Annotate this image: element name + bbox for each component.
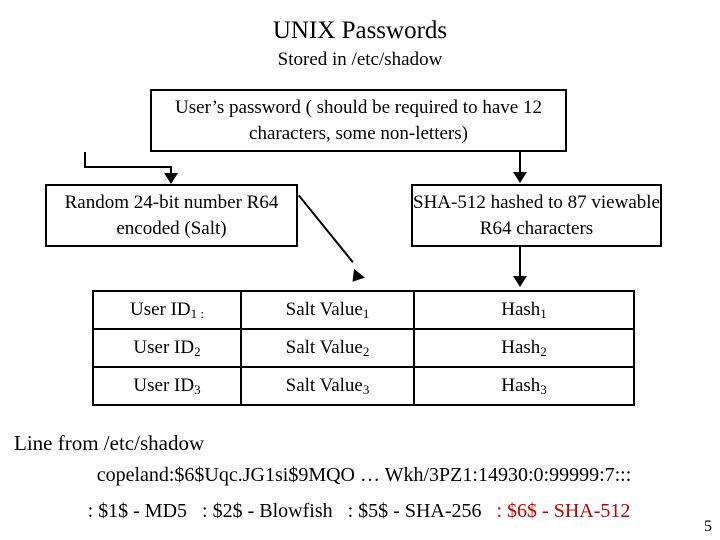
arrow-password-to-salt xyxy=(84,152,86,168)
cell-subscript: 1 : xyxy=(190,306,205,321)
arrow-head-icon xyxy=(513,172,527,183)
table-cell-hash: Hash1 xyxy=(413,290,635,330)
page-number: 5 xyxy=(704,518,712,535)
shadow-line-label: Line from /etc/shadow xyxy=(14,431,205,455)
cell-subscript: 3 xyxy=(194,382,201,397)
shadow-table: User ID1 : Salt Value1 Hash1 User ID2 Sa… xyxy=(92,290,635,406)
cell-subscript: 2 xyxy=(194,344,201,359)
cell-text: User ID xyxy=(133,337,195,358)
cell-text: Salt Value xyxy=(285,337,363,358)
cell-text: Hash xyxy=(501,337,541,358)
cell-subscript: 3 xyxy=(362,382,370,397)
cell-text: Hash xyxy=(501,299,541,320)
salt-box: Random 24-bit number R64 encoded (Salt) xyxy=(45,184,298,247)
cell-text: Hash xyxy=(501,375,541,396)
table-cell-user: User ID1 : xyxy=(92,290,242,330)
password-box-label: User’s password ( should be required to … xyxy=(175,96,542,144)
shadow-line-example: copeland:$6$Uqc.JG1si$9MQO … Wkh/3PZ1:14… xyxy=(96,464,632,486)
cell-text: User ID xyxy=(133,375,195,396)
table-cell-salt: Salt Value2 xyxy=(240,328,415,368)
cell-text: Salt Value xyxy=(285,299,363,320)
table-row: User ID1 : Salt Value1 Hash1 xyxy=(92,290,635,330)
arrow-password-to-salt-segment xyxy=(84,166,172,168)
cell-text: Salt Value xyxy=(285,375,363,396)
algo-blowfish: : $2$ - Blowfish xyxy=(202,500,333,522)
table-row: User ID3 Salt Value3 Hash3 xyxy=(92,366,635,406)
arrow-password-to-salt-segment xyxy=(170,166,172,176)
page-subtitle: Stored in /etc/shadow xyxy=(277,49,443,70)
table-cell-user: User ID3 xyxy=(92,366,242,406)
arrow-hash-to-table xyxy=(519,247,521,279)
arrow-password-to-hash xyxy=(519,152,521,174)
cell-subscript: 2 xyxy=(362,344,370,359)
algo-sha512: : $6$ - SHA-512 xyxy=(496,500,631,522)
cell-subscript: 1 xyxy=(540,306,547,321)
hash-box-label: SHA-512 hashed to 87 viewable R64 charac… xyxy=(413,191,660,239)
password-box: User’s password ( should be required to … xyxy=(150,89,567,152)
cell-subscript: 2 xyxy=(540,344,547,359)
table-cell-hash: Hash2 xyxy=(413,328,635,368)
table-cell-salt: Salt Value1 xyxy=(240,290,415,330)
table-cell-salt: Salt Value3 xyxy=(240,366,415,406)
table-cell-hash: Hash3 xyxy=(413,366,635,406)
table-row: User ID2 Salt Value2 Hash2 xyxy=(92,328,635,368)
arrow-head-icon xyxy=(164,173,178,184)
cell-text: User ID xyxy=(129,299,191,320)
arrow-head-icon xyxy=(513,276,527,287)
salt-box-label: Random 24-bit number R64 encoded (Salt) xyxy=(64,191,279,239)
arrow-head-icon xyxy=(347,268,365,287)
algo-sha256: : $5$ - SHA-256 xyxy=(347,500,482,522)
hash-box: SHA-512 hashed to 87 viewable R64 charac… xyxy=(411,184,662,247)
page-title: UNIX Passwords xyxy=(272,17,448,44)
algo-md5: : $1$ - MD5 xyxy=(87,500,188,522)
arrow-salt-to-table xyxy=(298,194,354,263)
cell-subscript: 1 xyxy=(362,306,370,321)
table-cell-user: User ID2 xyxy=(92,328,242,368)
algorithm-legend: : $1$ - MD5 : $2$ - Blowfish : $5$ - SHA… xyxy=(14,498,704,524)
cell-subscript: 3 xyxy=(540,382,547,397)
